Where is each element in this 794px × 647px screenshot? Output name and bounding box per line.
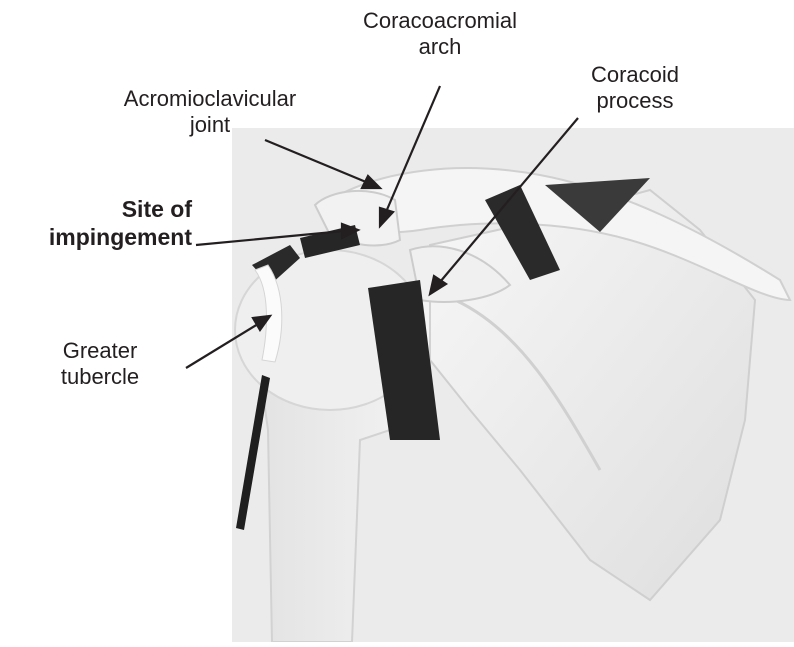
label-line: impingement <box>0 223 192 251</box>
label-site-of-impingement: Site of impingement <box>0 195 192 251</box>
label-line: Greater <box>20 338 180 364</box>
label-acromioclavicular-joint: Acromioclavicular joint <box>110 86 310 138</box>
label-coracoid-process: Coracoid process <box>560 62 710 114</box>
label-line: process <box>560 88 710 114</box>
label-coracoacromial-arch: Coracoacromial arch <box>350 8 530 60</box>
label-line: Coracoacromial <box>350 8 530 34</box>
label-line: tubercle <box>20 364 180 390</box>
label-line: Coracoid <box>560 62 710 88</box>
label-line: Site of <box>0 195 192 223</box>
label-line: Acromioclavicular <box>110 86 310 112</box>
label-line: arch <box>350 34 530 60</box>
label-line: joint <box>110 112 310 138</box>
label-greater-tubercle: Greater tubercle <box>20 338 180 390</box>
